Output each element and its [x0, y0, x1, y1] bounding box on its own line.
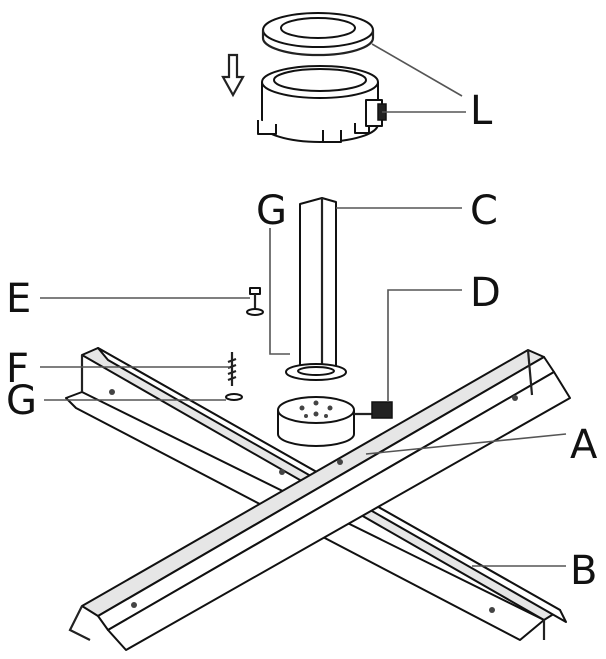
label-g-top: G: [256, 188, 287, 234]
center-hub: [277, 396, 393, 447]
label-g-left: G: [6, 378, 37, 424]
label-b: B: [570, 548, 597, 594]
bolt-f: [227, 352, 237, 386]
cover-ring: [261, 12, 375, 57]
top-housing: [257, 65, 387, 143]
label-f: F: [6, 346, 29, 392]
washer-g: [225, 393, 243, 401]
pole: [299, 197, 337, 377]
label-d: D: [470, 270, 501, 316]
leader-lines: [40, 43, 567, 567]
bolt-e: [246, 287, 264, 316]
down-arrow-icon: [221, 53, 245, 98]
pole-washer: [285, 363, 347, 381]
cross-base-rail-b: [68, 349, 571, 651]
label-c: C: [470, 188, 498, 234]
label-l: L: [470, 88, 493, 134]
label-a: A: [570, 422, 598, 468]
label-e: E: [6, 276, 31, 322]
